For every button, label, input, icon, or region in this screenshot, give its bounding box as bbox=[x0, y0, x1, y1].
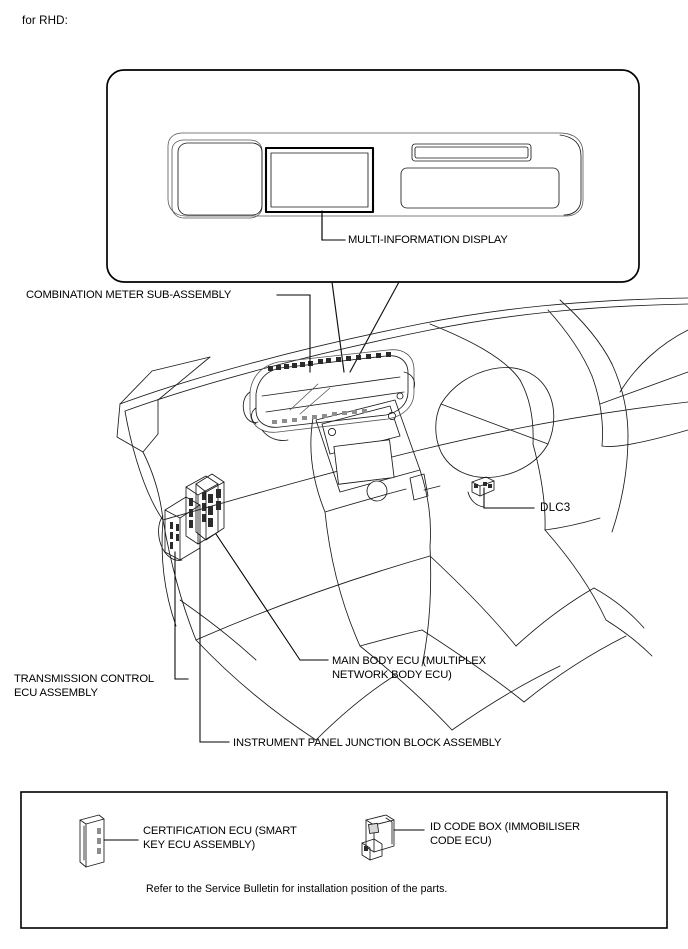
label-id-code-box-line1: ID CODE BOX (IMMOBILISER bbox=[430, 821, 580, 833]
notes-box-footnote: Refer to the Service Bulletin for instal… bbox=[146, 883, 448, 895]
bracket-module-icon bbox=[361, 814, 425, 861]
leader-lines bbox=[174, 294, 535, 743]
label-dlc3: DLC3 bbox=[540, 501, 571, 514]
label-main-body-ecu-line2: NETWORK BODY ECU) bbox=[332, 669, 452, 681]
instrument-panel-illustration bbox=[116, 297, 688, 741]
label-certification-ecu-line1: CERTIFICATION ECU (SMART bbox=[143, 825, 297, 837]
page-heading: for RHD: bbox=[22, 14, 68, 27]
label-id-code-box-line2: CODE ECU) bbox=[430, 835, 492, 847]
label-combination-meter-sub-assembly: COMBINATION METER SUB-ASSEMBLY bbox=[26, 289, 232, 301]
combination-meter-cluster bbox=[242, 349, 415, 441]
ecu-module-icon bbox=[79, 814, 139, 868]
label-certification-ecu-line2: KEY ECU ASSEMBLY) bbox=[143, 839, 256, 851]
label-transmission-control-ecu-line1: TRANSMISSION CONTROL bbox=[14, 673, 154, 685]
label-transmission-control-ecu-line2: ECU ASSEMBLY bbox=[14, 687, 98, 699]
label-multi-information-display: MULTI-INFORMATION DISPLAY bbox=[348, 234, 508, 246]
notes-box-frame bbox=[20, 791, 668, 929]
label-instrument-panel-junction-block: INSTRUMENT PANEL JUNCTION BLOCK ASSEMBLY bbox=[233, 737, 502, 749]
dlc3-connector bbox=[467, 476, 495, 508]
meter-cluster-detail bbox=[167, 132, 584, 219]
label-main-body-ecu-line1: MAIN BODY ECU (MULTIPLEX bbox=[332, 655, 486, 667]
